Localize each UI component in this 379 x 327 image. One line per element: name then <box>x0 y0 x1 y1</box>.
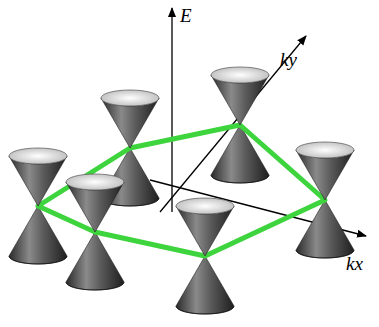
cone-rim <box>66 174 124 190</box>
kx-axis-label: kx <box>346 254 363 273</box>
energy-axis-label: E <box>180 6 192 25</box>
cone-rim <box>9 256 67 264</box>
upper-cone <box>9 148 67 206</box>
cone-rim <box>101 90 159 106</box>
lower-cone <box>211 125 269 183</box>
upper-cone <box>101 90 159 148</box>
cones <box>9 67 354 314</box>
cone-rim <box>9 148 67 164</box>
cone-rim <box>176 198 234 214</box>
energy-axis <box>171 8 172 212</box>
upper-cone <box>66 174 124 232</box>
cone-body <box>211 125 269 183</box>
cone-rim <box>211 175 269 183</box>
lower-cone <box>176 256 234 314</box>
lower-cone <box>66 232 124 290</box>
cone-rim <box>176 306 234 314</box>
cone-rim <box>66 282 124 290</box>
axes <box>150 8 366 236</box>
upper-cone <box>296 142 354 200</box>
cone-rim <box>296 142 354 158</box>
brillouin-zone-hexagon <box>38 125 325 256</box>
upper-cone <box>211 67 269 125</box>
ky-axis-label: ky <box>280 50 297 69</box>
upper-cone <box>176 198 234 256</box>
cone-body <box>66 232 124 290</box>
cone-body <box>176 256 234 314</box>
cone-rim <box>296 250 354 258</box>
cone-rim <box>211 67 269 83</box>
